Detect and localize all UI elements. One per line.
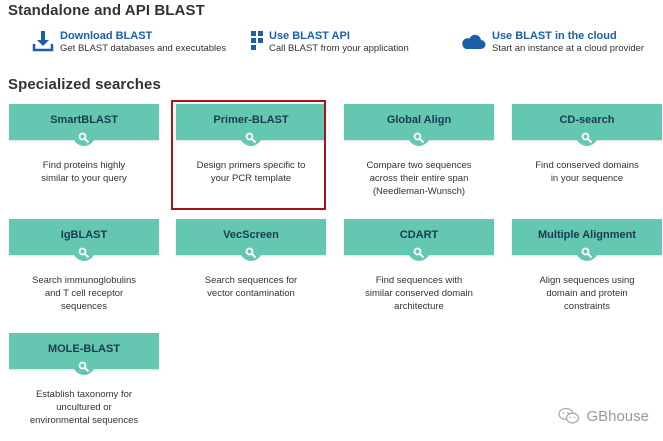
card-title[interactable]: Multiple Alignment xyxy=(538,229,636,241)
search-icon xyxy=(413,132,425,144)
watermark-text: GBhouse xyxy=(586,407,649,425)
card-search-tab[interactable] xyxy=(408,247,430,261)
card-title[interactable]: MOLE-BLAST xyxy=(47,343,121,355)
card-search-tab[interactable] xyxy=(240,247,262,261)
blast-api-link[interactable]: Use BLAST API xyxy=(269,30,350,42)
search-icon xyxy=(245,247,257,259)
card-mole-blast[interactable]: MOLE-BLAST Establish taxonomy for uncultu… xyxy=(9,333,159,426)
card-primer-blast[interactable]: Primer-BLAST Design primers specific to y… xyxy=(176,104,326,184)
card-search-tab[interactable] xyxy=(73,247,95,261)
card-description: Establish taxonomy for uncultured or env… xyxy=(29,389,139,426)
card-search-tab[interactable] xyxy=(408,132,430,146)
blast-cloud-tool[interactable]: Use BLAST in the cloud Start an instance… xyxy=(460,30,644,56)
wechat-icon xyxy=(558,407,580,424)
card-cdart[interactable]: CDART Find sequences with similar conserv… xyxy=(344,219,494,312)
card-description: Design primers specific to your PCR temp… xyxy=(196,160,306,184)
card-title[interactable]: CD-search xyxy=(559,114,615,126)
card-title[interactable]: CDART xyxy=(399,229,439,241)
card-title[interactable]: SmartBLAST xyxy=(50,114,118,126)
standalone-heading: Standalone and API BLAST xyxy=(8,2,205,19)
watermark: GBhouse xyxy=(558,407,649,425)
card-description: Search immunoglobulins and T cell recept… xyxy=(31,275,137,312)
search-icon xyxy=(581,247,593,259)
search-icon xyxy=(245,132,257,144)
card-description: Align sequences using domain and protein… xyxy=(539,275,635,312)
download-blast-desc: Get BLAST databases and executables xyxy=(60,43,227,54)
primer-blast-highlight-box xyxy=(171,100,326,210)
card-search-tab[interactable] xyxy=(576,247,598,261)
download-blast-link[interactable]: Download BLAST xyxy=(60,30,153,42)
card-title[interactable]: Primer-BLAST xyxy=(213,114,289,126)
card-description: Find conserved domains in your sequence xyxy=(535,160,639,184)
card-header[interactable]: CD-search xyxy=(512,104,662,140)
download-icon xyxy=(32,31,54,52)
blast-cloud-desc: Start an instance at a cloud provider xyxy=(492,43,645,54)
card-title[interactable]: IgBLAST xyxy=(60,229,108,241)
specialized-heading: Specialized searches xyxy=(8,76,161,93)
card-title[interactable]: VecScreen xyxy=(223,229,279,241)
search-icon xyxy=(78,132,90,144)
download-blast-tool[interactable]: Download BLAST Get BLAST databases and e… xyxy=(32,30,226,56)
card-title[interactable]: Global Align xyxy=(386,114,452,126)
card-description: Search sequences for vector contaminatio… xyxy=(204,275,298,299)
search-icon xyxy=(78,247,90,259)
api-icon xyxy=(251,31,263,50)
search-icon xyxy=(581,132,593,144)
card-description: Find sequences with similar conserved do… xyxy=(365,275,473,312)
card-smartblast[interactable]: SmartBLAST Find proteins highly similar t… xyxy=(9,104,159,184)
card-description: Compare two sequences across their entir… xyxy=(366,160,472,197)
blast-api-tool[interactable]: Use BLAST API Call BLAST from your appli… xyxy=(250,30,409,56)
card-search-tab[interactable] xyxy=(73,132,95,146)
card-description: Find proteins highly similar to your que… xyxy=(41,160,127,184)
search-icon xyxy=(78,361,90,373)
card-search-tab[interactable] xyxy=(240,132,262,146)
search-icon xyxy=(413,247,425,259)
blast-cloud-link[interactable]: Use BLAST in the cloud xyxy=(492,30,617,42)
card-search-tab[interactable] xyxy=(73,361,95,375)
cloud-icon xyxy=(462,34,486,49)
card-search-tab[interactable] xyxy=(576,132,598,146)
card-igblast[interactable]: IgBLAST Search immunoglobulins and T cell… xyxy=(9,219,159,312)
blast-api-desc: Call BLAST from your application xyxy=(269,43,409,54)
